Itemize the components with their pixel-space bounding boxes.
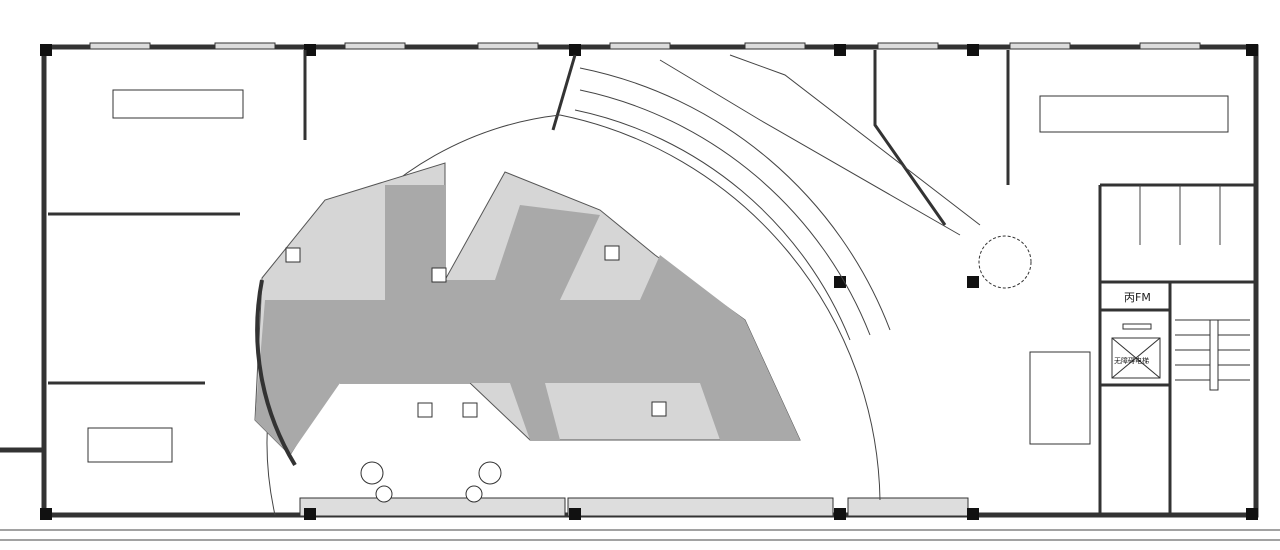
- windows: [89, 42, 1201, 517]
- meeting-table: [1039, 95, 1229, 133]
- plant: [978, 235, 1032, 289]
- curved-glass-wall: [255, 279, 297, 467]
- central-dark-zone: [255, 185, 800, 455]
- tiered-seating: [574, 54, 981, 341]
- curved-partition-outer: [559, 114, 881, 501]
- reception-counter: [1029, 351, 1091, 445]
- fire-door-label: 丙FM: [1124, 291, 1151, 304]
- chairs: [285, 245, 667, 503]
- stairs: [1175, 319, 1250, 391]
- interior-walls: [48, 50, 1256, 515]
- elevator-label: 无障碍电梯: [1114, 356, 1149, 365]
- desk: [112, 89, 244, 119]
- sofa: [87, 427, 173, 463]
- elevator: [1111, 323, 1161, 379]
- restroom-stalls: [1139, 185, 1221, 245]
